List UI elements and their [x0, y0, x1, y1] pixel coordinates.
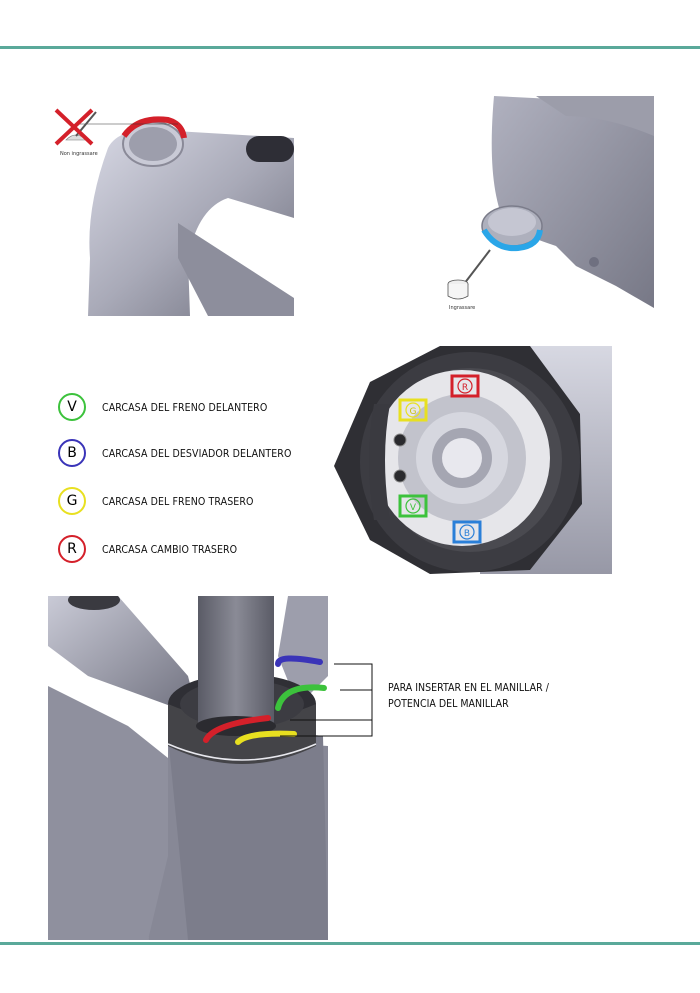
legend-circle-r: R [58, 535, 86, 563]
svg-text:R: R [462, 383, 468, 393]
head-tube-grease-figure [466, 96, 654, 308]
grease-icon [444, 248, 494, 304]
head-tube-no-grease-figure [78, 108, 294, 316]
cable-insertion-callout: PARA INSERTAR EN EL MANILLAR / POTENCIA … [388, 681, 549, 710]
legend-item-rear-brake: G CARCASA DEL FRENO TRASERO [58, 484, 278, 518]
legend-item-rear-derailleur: R CARCASA CAMBIO TRASERO [58, 532, 259, 566]
no-grease-icon [52, 106, 100, 152]
svg-text:G: G [410, 407, 417, 417]
cap-label-green: V [398, 494, 428, 518]
top-divider [0, 46, 700, 49]
legend-item-front-derailleur: B CARCASA DEL DESVIADOR DELANTERO [58, 436, 322, 470]
legend-circle-b: B [58, 439, 86, 467]
headset-cable-routing-figure [48, 596, 328, 940]
legend-circle-v: V [58, 393, 86, 421]
callout-leader-lines [280, 663, 373, 737]
bottom-divider [0, 942, 700, 945]
legend-label: CARCASA DEL DESVIADOR DELANTERO [102, 446, 292, 460]
legend-label: CARCASA DEL FRENO DELANTERO [102, 400, 268, 414]
legend-circle-g: G [58, 487, 86, 515]
legend-item-front-brake: V CARCASA DEL FRENO DELANTERO [58, 390, 294, 424]
headset-cap-figure: R G V B [330, 344, 612, 576]
cap-label-yellow: G [398, 398, 428, 422]
no-grease-label: Non ingrassare [60, 151, 98, 157]
grease-label: Ingrassare [449, 305, 476, 311]
svg-text:V: V [410, 503, 417, 513]
legend-label: CARCASA DEL FRENO TRASERO [102, 494, 254, 508]
cap-label-red: R [450, 374, 480, 398]
legend-label: CARCASA CAMBIO TRASERO [102, 542, 238, 556]
cap-label-blue: B [452, 520, 482, 544]
svg-text:B: B [464, 529, 470, 539]
